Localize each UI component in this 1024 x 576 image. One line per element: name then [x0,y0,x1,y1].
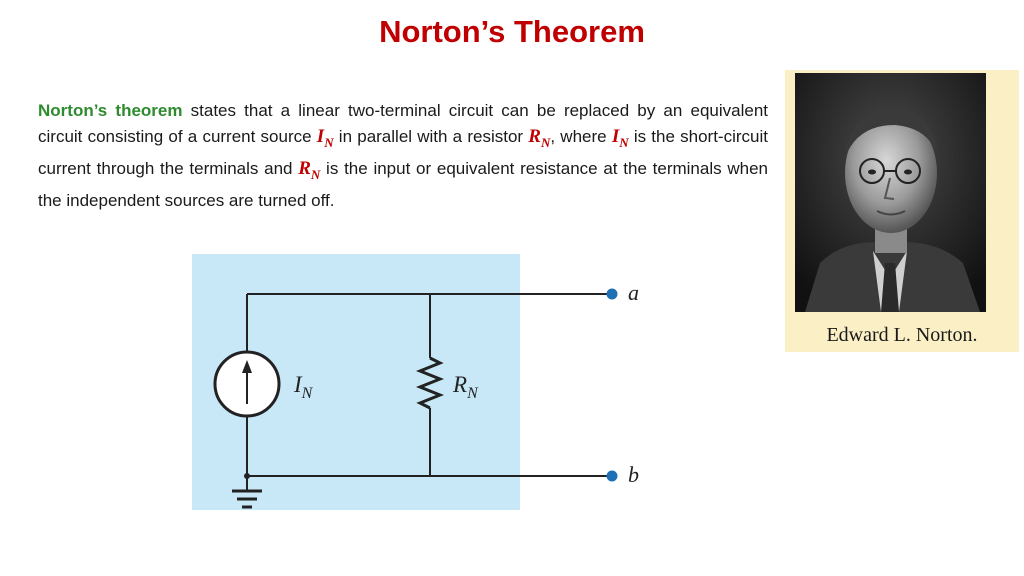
definition-text-4: is the short-circuit current through the… [38,127,768,178]
definition-text-5: is the input or equivalent resistance at… [38,158,768,210]
portrait-frame: Edward L. Norton. [785,70,1019,352]
terminal-a-dot[interactable] [606,288,618,300]
portrait-photo [795,73,986,312]
symbol-current-source: IN [316,126,334,150]
terminal-node [244,473,250,479]
slide-title: Norton’s Theorem [379,14,645,49]
terminal-a-label: a [628,280,639,305]
definition-paragraph: Norton’s theorem states that a linear tw… [38,98,768,214]
resistor-symbol [415,356,445,410]
source-label: IN [293,372,314,402]
definition-text-3: , where [550,127,612,146]
theorem-term: Norton’s theorem [38,101,183,120]
definition-text-2: in parallel with a resistor [333,127,529,146]
terminal-b-label: b [628,462,639,487]
definition-text-1: states that a linear two-terminal circui… [38,101,768,146]
current-arrow-head [242,360,252,373]
symbol-resistor: RN [528,126,551,150]
terminal-b-dot[interactable] [606,470,618,482]
resistor-label: RN [452,372,479,402]
symbol-equivalent-resistance: RN [298,157,321,182]
symbol-short-circuit-current: IN [611,126,629,150]
ground-symbol [232,489,262,509]
portrait-caption: Edward L. Norton. [826,324,978,346]
